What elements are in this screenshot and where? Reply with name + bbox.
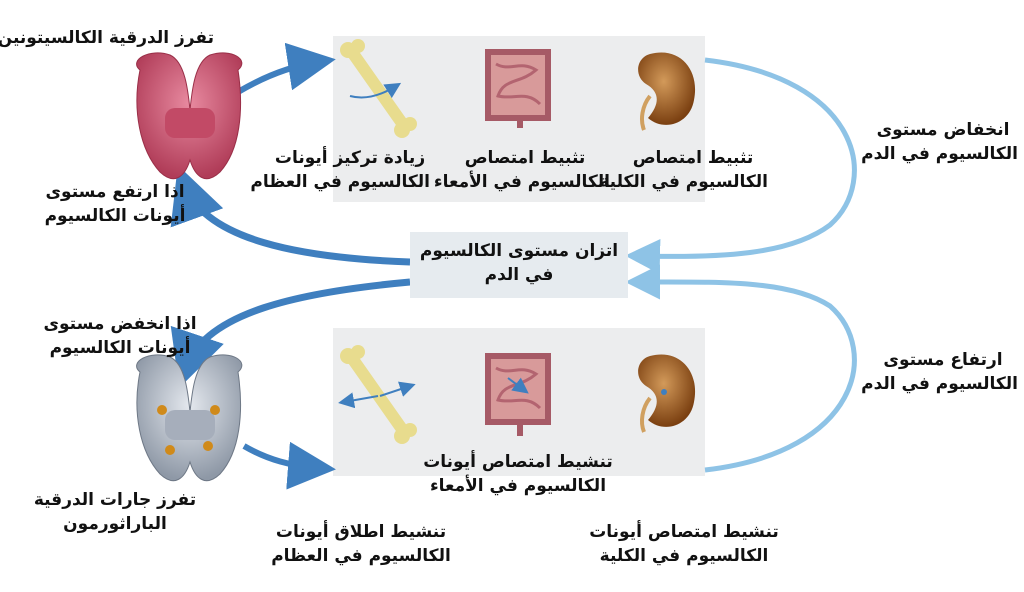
top-kidney-effect-label: تثبيط امتصاص الكالسيوم في الكلية [599,148,768,192]
thyroid-condition-line1: اذا ارتفع مستوى [45,182,185,202]
calcium-increase-label: ارتفاع مستوى الكالسيوم في الدم [861,350,1018,394]
top-intestine-effect-label: تثبيط امتصاص الكالسيوم في الأمعاء [433,148,610,192]
thyroid-gland-image [136,52,243,180]
parathyroid-secretes-line2: الباراثورمون [63,514,167,534]
center-to-thyroid-arrow [170,165,411,266]
parathyroid-secretes-line1: تفرز جارات الدرقية [33,490,197,510]
decrease-loop-arrow [625,57,857,274]
parathyroid-condition-label: اذا انخفض مستوى أيونات الكالسيوم [30,312,210,360]
center-to-parathyroid-arrow [170,278,411,388]
intestine-image-bottom [485,353,551,436]
parathyroid-gland-image [136,354,243,482]
calcium-balance-label: اتزان مستوى الكالسيوم في الدم [410,239,628,287]
increase-loop-arrow [625,264,857,473]
bottom-intestine-effect-label: تنشيط امتصاص أيونات الكالسيوم في الأمعاء [423,452,613,496]
kidney-image-bottom [638,354,696,433]
parathyroid-condition-line2: أيونات الكالسيوم [49,338,191,358]
kidney-image-top [638,52,696,131]
bottom-kidney-effect-label: تنشيط امتصاص أيونات الكالسيوم في الكلية [589,522,779,566]
thyroid-to-effects-arrow [236,42,336,95]
bottom-bone-effect-label: تنشيط اطلاق أيونات الكالسيوم في العظام [271,522,451,566]
calcium-balance-box [410,232,628,298]
calcium-balance-line1: اتزان مستوى الكالسيوم [419,241,619,261]
top-bone-effect-label: زيادة تركيز أيونات الكالسيوم في العظام [250,148,430,192]
thyroid-secretes-label: تفرز الدرقية الكالسيتونين [0,28,214,48]
parathyroid-condition-line1: اذا انخفض مستوى [43,314,197,334]
thyroid-condition-line2: أيونات الكالسيوم [44,206,186,226]
bone-image-bottom [338,345,417,444]
bone-image-top [340,39,417,138]
calcium-decrease-label: انخفاض مستوى الكالسيوم في الدم [861,120,1018,164]
intestine-image-top [485,49,551,128]
parathyroid-to-effects-arrow [242,441,336,490]
thyroid-condition-label: اذا ارتفع مستوى أيونات الكالسيوم [20,180,210,228]
calcium-balance-line2: في الدم [484,265,554,285]
parathyroid-secretes-label: تفرز جارات الدرقية الباراثورمون [20,488,210,536]
